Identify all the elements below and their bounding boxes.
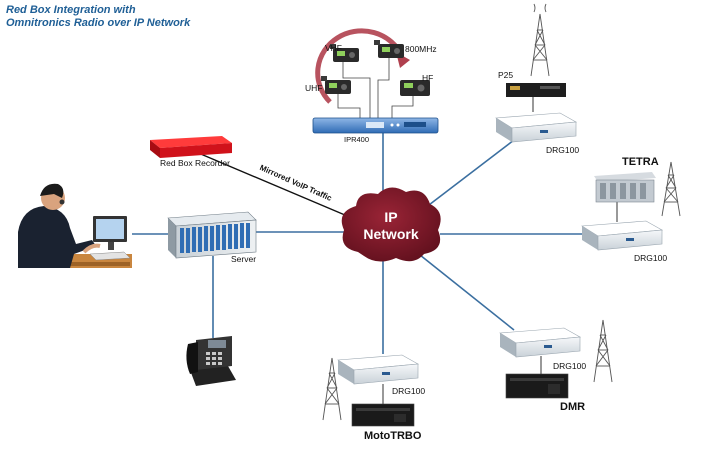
gateway-icon bbox=[337, 354, 419, 385]
gateway-icon bbox=[495, 112, 577, 143]
label-drg100-tetra: DRG100 bbox=[634, 253, 668, 263]
label-tetra: TETRA bbox=[622, 156, 659, 168]
label-hf: HF bbox=[422, 73, 434, 83]
desk-phone-icon bbox=[186, 336, 236, 386]
radio-icon bbox=[330, 44, 359, 62]
ipr400-unit bbox=[312, 117, 439, 134]
title-line-2: Omnitronics Radio over IP Network bbox=[6, 17, 191, 29]
link-p25 bbox=[424, 139, 515, 209]
label-dmr: DMR bbox=[560, 401, 586, 413]
network-links bbox=[132, 97, 618, 404]
radio-wires bbox=[337, 58, 414, 118]
radio-icon bbox=[374, 40, 404, 58]
radio-tower-icon bbox=[593, 319, 613, 383]
label-server: Server bbox=[231, 254, 257, 264]
label-ipr400: IPR400 bbox=[344, 135, 370, 144]
link-recorder bbox=[195, 151, 353, 219]
dmr-repeater-icon bbox=[505, 373, 569, 399]
label-vhf: VHF bbox=[325, 43, 342, 53]
tetra-base-station-icon bbox=[594, 172, 656, 203]
cloud-label-line-1: IP bbox=[384, 209, 398, 225]
label-800mhz: 800MHz bbox=[405, 44, 437, 54]
mototrbo-repeater-icon bbox=[351, 403, 415, 427]
radio-icon bbox=[400, 80, 430, 96]
gateway-icon bbox=[499, 327, 581, 358]
label-drg100-p25: DRG100 bbox=[546, 145, 580, 155]
label-mototrbo: MotoTRBO bbox=[364, 430, 422, 442]
label-uhf: UHF bbox=[305, 83, 323, 93]
link-dmr bbox=[419, 254, 515, 331]
cloud-label-line-2: Network bbox=[363, 226, 419, 242]
red-box-recorder-icon bbox=[150, 136, 232, 158]
radio-icon bbox=[321, 76, 351, 94]
rack-unit-icon bbox=[506, 83, 566, 97]
cloud-label: IP Network bbox=[351, 209, 431, 243]
radio-tower-icon bbox=[322, 357, 342, 421]
dispatcher-icon bbox=[18, 183, 132, 268]
server-rack-icon bbox=[167, 211, 257, 259]
radio-tower-icon bbox=[661, 161, 681, 217]
radio-tower-icon bbox=[530, 3, 550, 77]
label-p25: P25 bbox=[498, 70, 514, 80]
label-red-box-recorder: Red Box Recorder bbox=[160, 158, 230, 168]
label-drg100-mototrbo: DRG100 bbox=[392, 386, 426, 396]
label-drg100-dmr: DRG100 bbox=[553, 361, 587, 371]
title-line-1: Red Box Integration with bbox=[6, 4, 136, 16]
gateway-icon bbox=[581, 220, 663, 251]
ip-network-cloud bbox=[341, 187, 441, 262]
